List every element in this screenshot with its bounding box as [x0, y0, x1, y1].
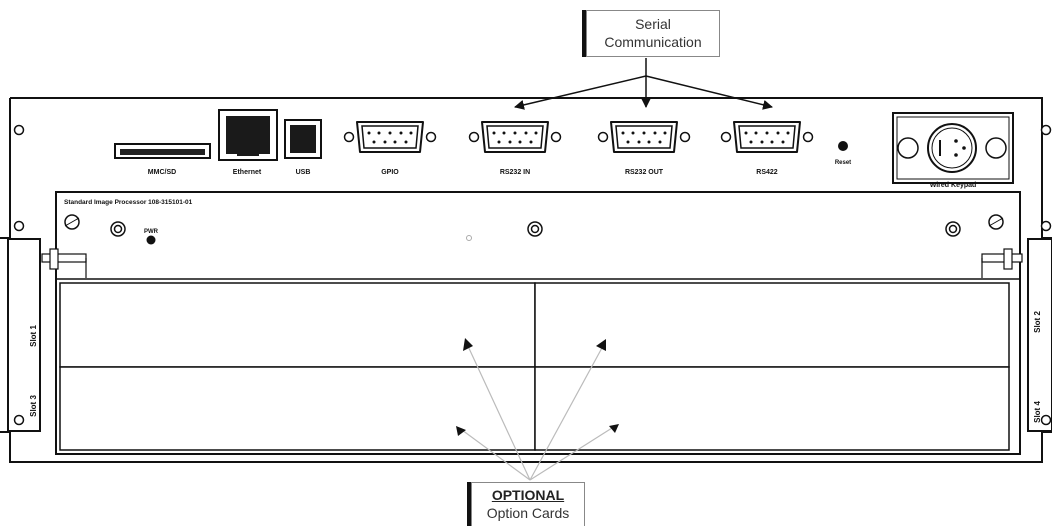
screw-slot	[988, 217, 1004, 227]
rs422-db9-connector-icon	[720, 121, 814, 153]
pwr-led-icon	[146, 235, 156, 245]
left-rack-ear	[7, 238, 41, 432]
mmc-sd-slot	[114, 143, 211, 159]
optional-callout-heading: OPTIONAL	[491, 487, 565, 503]
optional-cards-callout: OPTIONAL Option Cards	[471, 482, 585, 526]
reset-button-icon	[838, 141, 848, 151]
option-card-slot-2	[534, 282, 1010, 368]
pwr-label: PWR	[144, 229, 159, 235]
usb-port-icon	[284, 119, 322, 159]
slot-3-label: Slot 3	[29, 395, 38, 417]
option-card-slot-1	[59, 282, 536, 368]
right-rack-ear	[1027, 238, 1052, 432]
standoff-icon	[527, 221, 543, 237]
left-latch-handle	[41, 248, 87, 278]
standoff-icon	[945, 221, 961, 237]
ethernet-port-icon	[218, 109, 278, 161]
slot-4-label: Slot 4	[1033, 401, 1042, 423]
ethernet-label: Ethernet	[233, 169, 262, 176]
rs232-in-db9-connector-icon	[468, 121, 562, 153]
right-latch-handle	[981, 248, 1023, 278]
mount-hole-icon	[13, 220, 25, 232]
mount-hole-icon	[13, 414, 25, 426]
processor-card-frame	[55, 191, 1021, 455]
rs232-out-label: RS232 OUT	[625, 169, 664, 176]
standoff-icon	[110, 221, 126, 237]
indicator-hole-icon	[466, 235, 472, 241]
optional-callout-subtext: Option Cards	[486, 505, 570, 521]
mount-hole-icon	[1040, 414, 1052, 426]
processor-title: Standard Image Processor 108-315101-01	[64, 199, 193, 206]
serial-communication-callout: Serial Communication	[586, 10, 720, 57]
wired-keypad-connector-icon	[892, 112, 1014, 184]
gpio-db9-connector-icon	[343, 121, 437, 153]
serial-callout-line1: Serial	[635, 16, 671, 32]
usb-label: USB	[296, 169, 311, 176]
reset-label: Reset	[835, 160, 851, 166]
rs422-label: RS422	[756, 169, 778, 176]
mount-hole-icon	[1040, 124, 1052, 136]
serial-arrows	[514, 58, 773, 110]
slot-2-label: Slot 2	[1033, 311, 1042, 333]
mount-hole-icon	[13, 124, 25, 136]
slot-1-label: Slot 1	[29, 325, 38, 347]
serial-callout-line2: Communication	[604, 34, 702, 50]
option-card-slot-3	[59, 366, 536, 451]
mmc-sd-label: MMC/SD	[148, 169, 176, 176]
option-card-arrowheads	[456, 338, 619, 436]
rs232-in-label: RS232 IN	[500, 169, 530, 176]
option-card-arrows	[461, 343, 613, 481]
wired-keypad-label: Wired Keypad	[930, 182, 977, 189]
screw-slot	[64, 217, 80, 227]
gpio-label: GPIO	[381, 169, 399, 176]
rs232-out-db9-connector-icon	[597, 121, 691, 153]
option-card-slot-4	[534, 366, 1010, 451]
mount-hole-icon	[1040, 220, 1052, 232]
